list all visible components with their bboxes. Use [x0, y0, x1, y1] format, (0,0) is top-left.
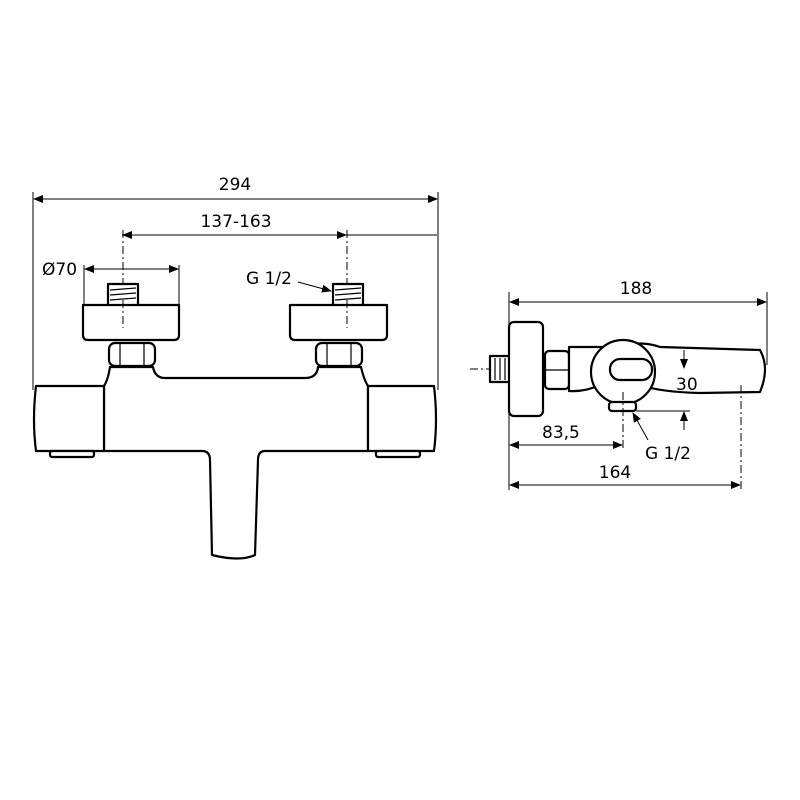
label-294: 294 [219, 175, 251, 195]
right-end-cap [366, 384, 438, 453]
right-hex-nut [314, 341, 364, 368]
left-foot [48, 449, 96, 459]
label-diameter-70: Ø70 [42, 260, 77, 280]
label-g-half-inlet: G 1/2 [246, 269, 292, 289]
dimension-outlet-offset: 83,5 [509, 423, 623, 449]
leader-outlet-thread: G 1/2 [632, 412, 691, 464]
dimension-outlet-height: 30 [636, 350, 698, 430]
label-188: 188 [620, 279, 652, 299]
side-wall-flange [507, 320, 545, 418]
left-end-cap [32, 384, 106, 453]
right-inlet-thread [331, 282, 365, 308]
label-137-163: 137-163 [200, 212, 271, 232]
leader-inlet-thread: G 1/2 [246, 269, 332, 293]
side-view: 188 30 [470, 279, 768, 492]
label-g-half-outlet: G 1/2 [645, 444, 691, 464]
left-wall-flange [81, 303, 181, 342]
left-hex-nut [107, 341, 157, 368]
label-83-5: 83,5 [542, 423, 580, 443]
right-wall-flange [288, 303, 389, 342]
dimension-flange-diameter: Ø70 [42, 260, 180, 330]
label-30: 30 [676, 375, 698, 395]
front-view: 294 137-163 Ø70 G 1/2 [32, 175, 439, 560]
left-inlet-thread [106, 282, 140, 308]
right-foot [374, 449, 422, 459]
knob-lever [608, 357, 654, 382]
side-inlet-thread [488, 354, 512, 384]
label-164: 164 [599, 463, 631, 483]
dimension-inlet-spacing: 137-163 [122, 212, 437, 239]
side-hex-nut [543, 349, 571, 391]
mixer-body [102, 365, 370, 560]
dimension-overall-width: 294 [32, 175, 439, 390]
dimension-body-depth: 164 [509, 385, 742, 492]
